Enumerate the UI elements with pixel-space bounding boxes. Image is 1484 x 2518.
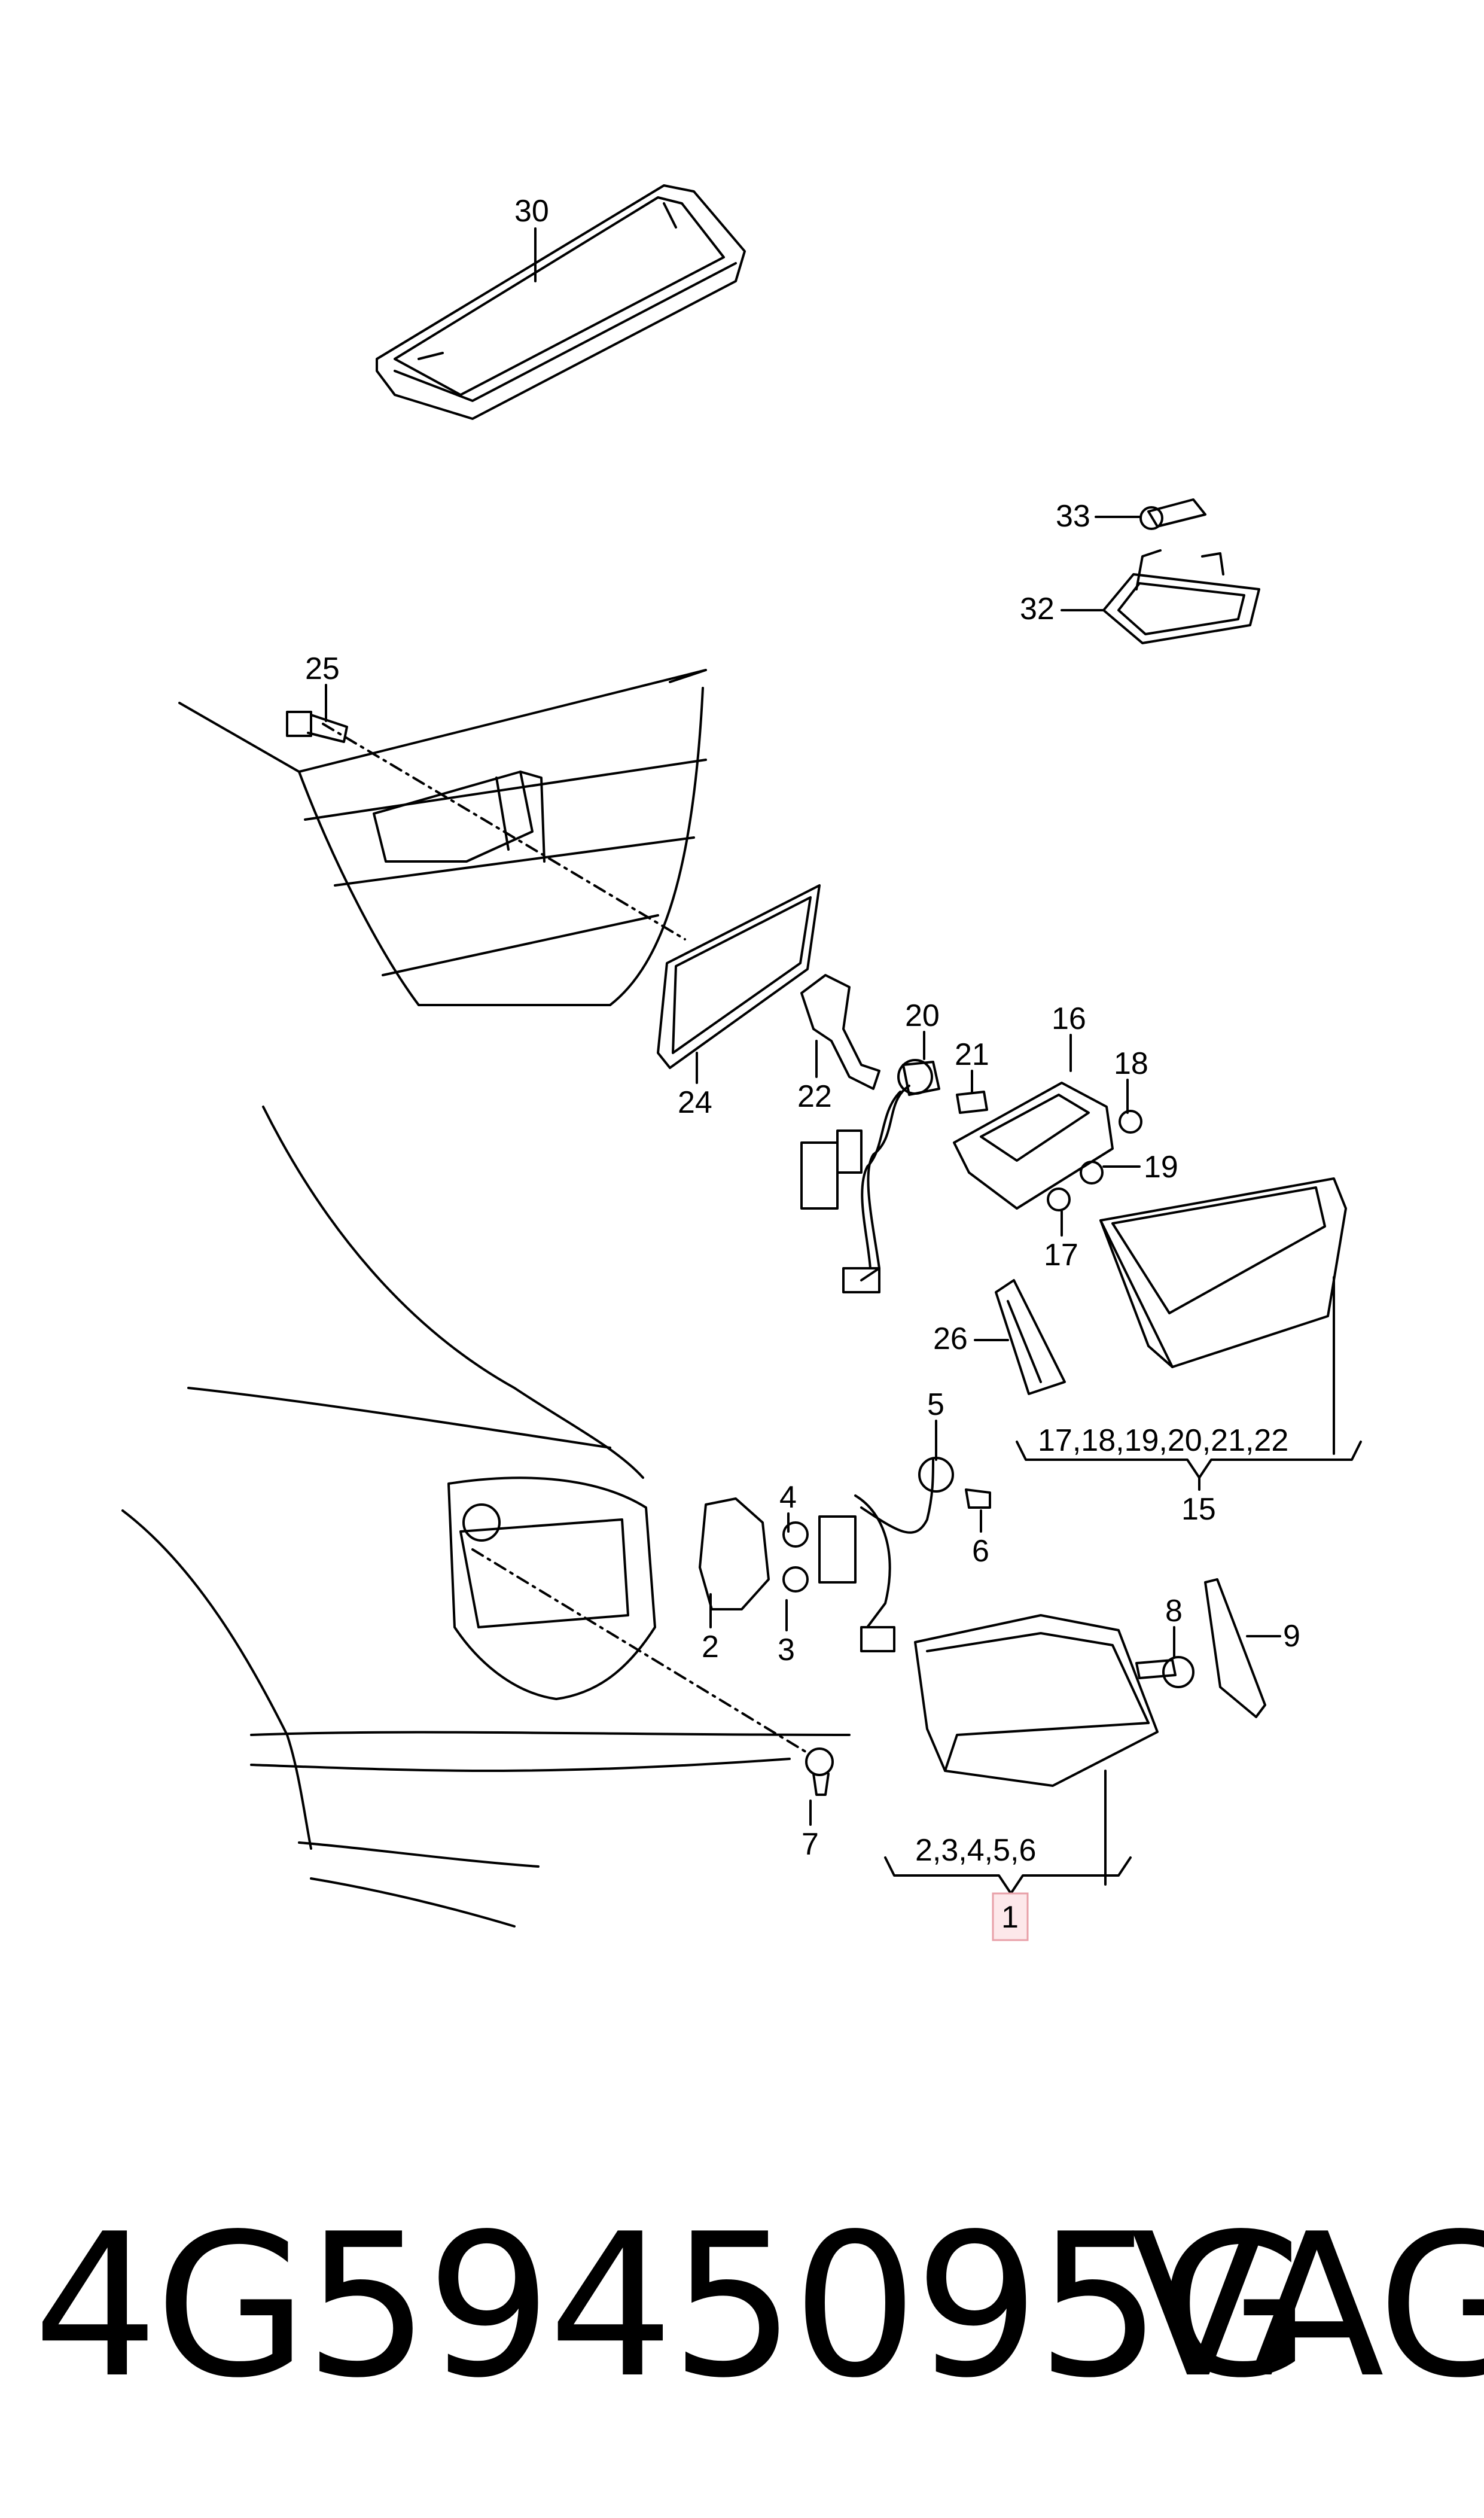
- licence-bulb: [1139, 498, 1206, 530]
- wiring-harness-lower: [818, 1459, 934, 1652]
- trunk-lid: [178, 669, 707, 1006]
- seal-gasket-24: [657, 884, 821, 1069]
- clip-7: [805, 1747, 834, 1796]
- bulb-21: [956, 1091, 988, 1114]
- licence-plate-lamp: [1102, 549, 1260, 644]
- highlight-part-1: [992, 1892, 1029, 1941]
- part-number: 4G5945095G: [33, 2191, 1311, 2421]
- callout-19: 19: [1144, 1150, 1178, 1185]
- callout-5: 5: [927, 1387, 944, 1422]
- third-brake-light: [376, 184, 746, 420]
- callout-30: 30: [514, 194, 549, 229]
- bulb-socket-20: [897, 1059, 940, 1096]
- callout-32: 32: [1020, 592, 1055, 626]
- callout-6: 6: [972, 1534, 989, 1569]
- bulb-holder-2: [699, 1497, 809, 1610]
- callout-group-1: 2,3,4,5,6: [915, 1833, 1036, 1868]
- bulb-carrier-16: [953, 1082, 1142, 1211]
- trim-panel-9: [1204, 1578, 1266, 1718]
- callout-2: 2: [702, 1630, 719, 1664]
- wiring-harness-upper: [800, 1085, 910, 1293]
- bulb-6: [965, 1488, 991, 1509]
- group-bracket-15: [1016, 1441, 1362, 1491]
- callout-17: 17: [1044, 1238, 1078, 1272]
- callout-15: 15: [1181, 1492, 1216, 1527]
- callout-group-15: 17,18,19,20,21,22: [1038, 1423, 1288, 1458]
- callout-22: 22: [797, 1079, 832, 1114]
- callout-7: 7: [802, 1827, 819, 1862]
- callout-33: 33: [1056, 499, 1090, 534]
- callout-1: 1: [1001, 1900, 1019, 1935]
- bolt-25: [286, 711, 348, 743]
- brand-name: VAG: [1130, 2191, 1484, 2421]
- callout-4: 4: [779, 1480, 797, 1515]
- callout-21: 21: [955, 1037, 989, 1072]
- outer-tail-lamp: [914, 1614, 1159, 1787]
- parts-diagram: 30 33 32 25 24 22 20 21 16 18 19 17 26 1…: [121, 184, 1362, 1941]
- callout-8: 8: [1165, 1594, 1183, 1628]
- bracket-22: [800, 974, 880, 1090]
- inner-tail-lamp: [1099, 1177, 1347, 1368]
- callout-24: 24: [678, 1085, 712, 1120]
- callout-20: 20: [905, 998, 940, 1033]
- trim-strip-26: [995, 1279, 1066, 1395]
- callout-26: 26: [933, 1322, 968, 1356]
- bulb-socket-5: [918, 1457, 954, 1493]
- callout-18: 18: [1114, 1046, 1148, 1081]
- callout-25: 25: [305, 651, 340, 686]
- rear-quarter-body: [121, 1106, 851, 1928]
- callout-16: 16: [1052, 1001, 1086, 1036]
- callout-9: 9: [1283, 1619, 1300, 1654]
- bolt-8: [1135, 1656, 1194, 1688]
- callout-3: 3: [778, 1633, 795, 1667]
